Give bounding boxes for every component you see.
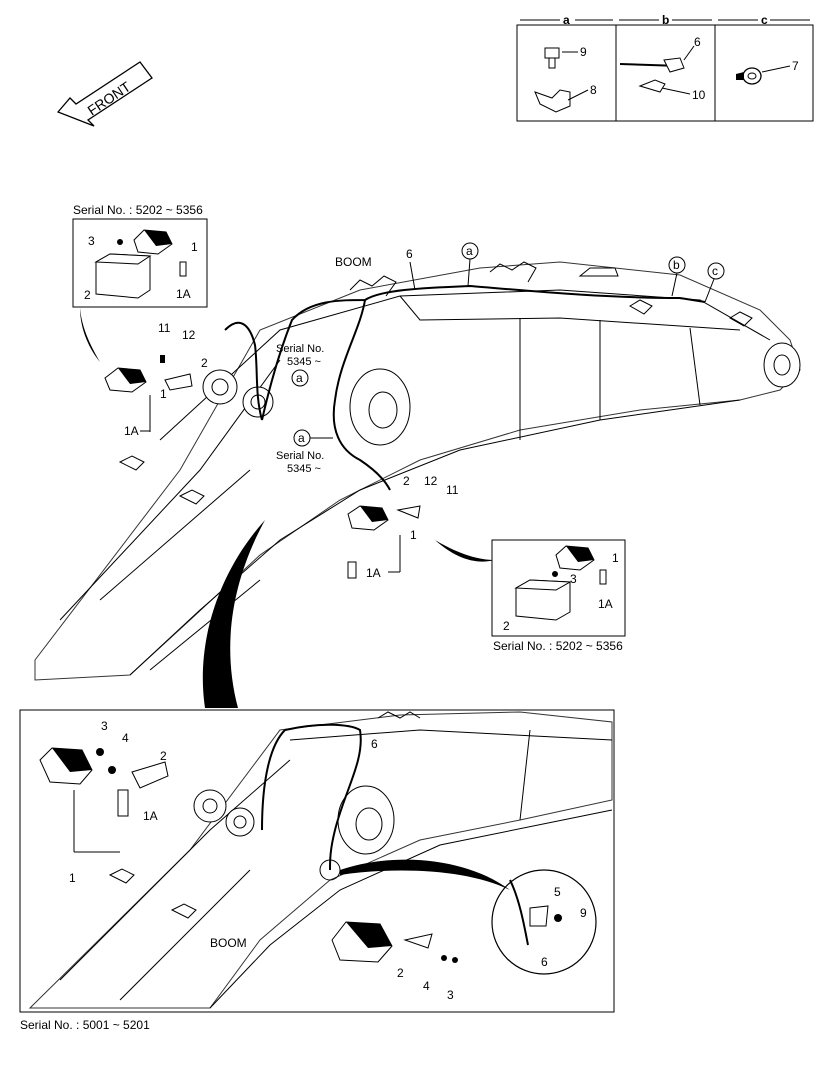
work-lamp-center: [347, 505, 421, 579]
serial-note-1: Serial No.: [276, 343, 324, 355]
bottom-panel: 3 4 2 1A 1 6 5 9 6 2 4 3 BOOM: [19, 709, 615, 1013]
svg-text:2: 2: [503, 619, 510, 633]
svg-text:b: b: [673, 258, 680, 272]
callout-11b: 11: [446, 483, 459, 497]
svg-text:1: 1: [69, 871, 76, 885]
svg-text:9: 9: [580, 906, 587, 920]
svg-text:3: 3: [101, 719, 108, 733]
svg-text:4: 4: [423, 979, 430, 993]
svg-text:1A: 1A: [143, 809, 158, 823]
callout-circle-c: c: [704, 262, 725, 303]
detail-right-serial: Serial No. : 5202 ~ 5356: [493, 639, 623, 653]
callout-circle-b: b: [668, 256, 686, 297]
serial-note-2b: 5345 ~: [287, 463, 321, 475]
legend-part-9: 9: [580, 45, 587, 59]
legend-col-a: a: [563, 13, 570, 27]
wire-clip-icon: [619, 45, 695, 95]
serial-note-1b: 5345 ~: [287, 356, 321, 368]
svg-text:1A: 1A: [176, 287, 191, 301]
detail-box-right: 1 3 1A 2 Serial No. : 5202 ~ 5356: [491, 539, 626, 653]
grommet-icon: [736, 65, 791, 85]
work-lamp-left: [104, 355, 193, 393]
wire-harness-upper: [224, 284, 706, 491]
svg-text:5: 5: [554, 885, 561, 899]
front-arrow-icon: FRONT: [56, 61, 153, 127]
svg-text:1A: 1A: [598, 597, 613, 611]
svg-text:2: 2: [397, 966, 404, 980]
svg-text:3: 3: [88, 234, 95, 248]
detail-box-left: Serial No. : 5202 ~ 5356 3 1 2 1A: [72, 203, 208, 308]
svg-text:6: 6: [541, 955, 548, 969]
svg-text:1: 1: [191, 240, 198, 254]
legend-col-c: c: [761, 13, 768, 27]
svg-text:6: 6: [371, 737, 378, 751]
legend-part-8: 8: [590, 83, 597, 97]
pointer-swoosh-bottom: [202, 520, 265, 708]
callout-12a: 12: [182, 328, 196, 342]
boom-label: BOOM: [335, 255, 372, 269]
legend-part-7: 7: [792, 59, 799, 73]
legend-part-10: 10: [692, 88, 706, 102]
serial-note-2: Serial No.: [276, 450, 324, 462]
legend-part-6: 6: [694, 35, 701, 49]
legend-table: a b c 9 8 6 10 7: [516, 13, 814, 122]
svg-text:2: 2: [160, 749, 167, 763]
boom-upper: [34, 261, 801, 681]
callout-1Ab: 1A: [366, 566, 381, 580]
callout-1b: 1: [410, 528, 417, 542]
svg-text:a: a: [466, 244, 473, 258]
callout-1Aa: 1A: [124, 424, 139, 438]
callout-circle-a-2: a: [291, 369, 309, 387]
callout-2a: 2: [201, 356, 208, 370]
pointer-swoosh-right: [435, 540, 495, 562]
svg-text:4: 4: [122, 731, 129, 745]
bottom-boom-label: BOOM: [210, 936, 247, 950]
detail-left-serial: Serial No. : 5202 ~ 5356: [73, 203, 203, 217]
callout-12b: 12: [424, 474, 438, 488]
callout-2b: 2: [403, 474, 410, 488]
callout-1a: 1: [160, 387, 167, 401]
svg-text:1: 1: [612, 551, 619, 565]
pointer-swoosh-left: [80, 308, 100, 362]
svg-text:a: a: [298, 431, 305, 445]
bolt-clamp-icon: [534, 47, 589, 113]
bottom-panel-serial: Serial No. : 5001 ~ 5201: [20, 1018, 150, 1032]
legend-col-b: b: [662, 13, 669, 27]
svg-text:3: 3: [447, 988, 454, 1002]
callout-circle-a-3: a: [293, 429, 333, 447]
callout-6: 6: [406, 247, 413, 261]
callout-circle-a: a: [461, 242, 479, 287]
svg-text:a: a: [296, 371, 303, 385]
svg-text:3: 3: [570, 572, 577, 586]
svg-text:c: c: [712, 264, 718, 278]
svg-text:2: 2: [84, 288, 91, 302]
callout-11a: 11: [158, 321, 171, 335]
